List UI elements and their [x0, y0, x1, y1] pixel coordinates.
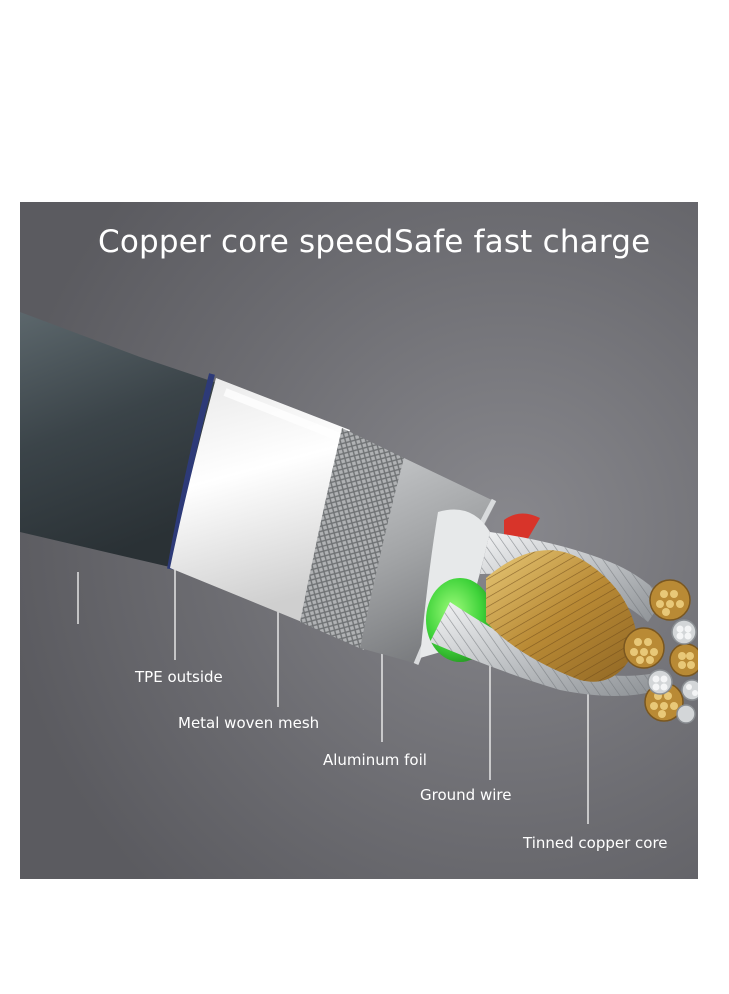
label-tinned-copper-core: Tinned copper core [523, 834, 668, 852]
tinned-strand-bundle-lower-twist [430, 602, 660, 696]
tpe-highlight [223, 388, 344, 442]
headline-copper-core-speed: Copper core speed [98, 224, 394, 260]
headline-safe-fast-charge: Safe fast charge [394, 224, 651, 260]
cable-diagram-panel: Copper core speed Safe fast charge TPE o… [20, 202, 698, 879]
cable-illustration [20, 202, 698, 879]
outer-jacket [20, 312, 220, 567]
tinned-strand-ends [647, 619, 698, 724]
copper-bundle-twist [486, 550, 638, 682]
label-ground-wire: Ground wire [420, 786, 512, 804]
red-wire [504, 513, 540, 542]
label-tpe-outside: TPE outside [135, 668, 223, 686]
aluminum-foil-layer [360, 458, 496, 664]
jacket-end-ring [167, 373, 215, 570]
label-metal-woven-mesh: Metal woven mesh [178, 714, 320, 732]
metal-mesh-layer [300, 428, 408, 650]
metal-mesh-shade [300, 428, 408, 650]
tpe-layer [170, 378, 350, 622]
label-aluminum-foil: Aluminum foil [323, 751, 427, 769]
